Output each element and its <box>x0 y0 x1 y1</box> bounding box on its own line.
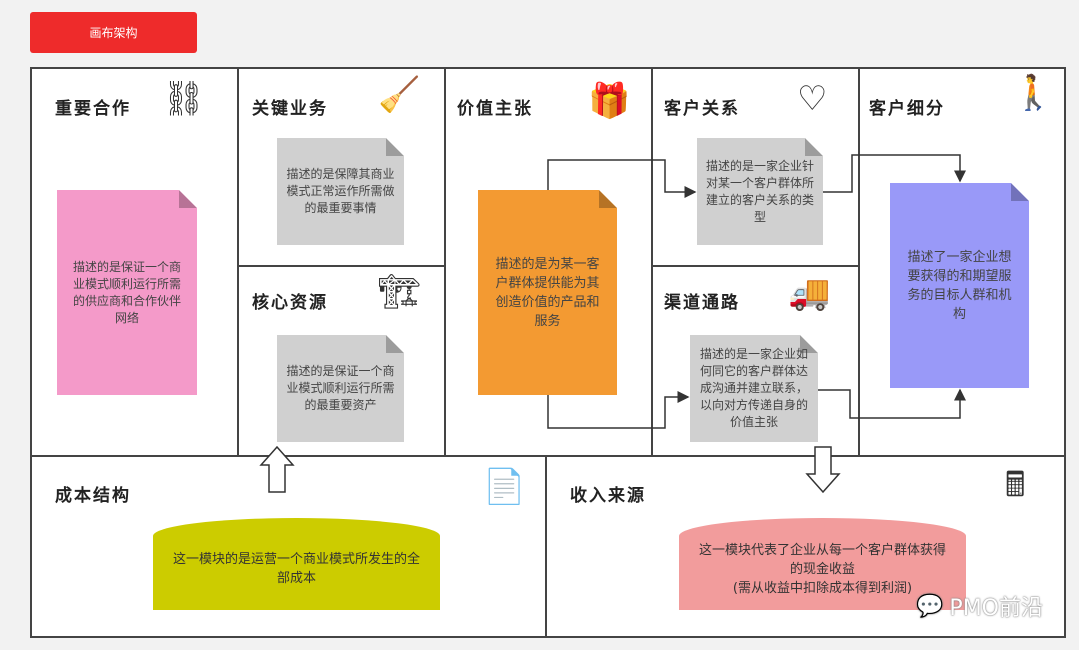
chain-links-icon: ⛓ <box>162 79 206 119</box>
divider <box>237 265 444 267</box>
revenue-note-line1: 这一模块代表了企业从每一个客户群体获得的现金收益 <box>698 542 946 577</box>
wechat-icon: 💬 <box>916 593 944 619</box>
revenue-note-line2: (需从收益中扣除成本得到利润) <box>732 580 913 596</box>
value-propositions-title: 价值主张 <box>457 99 533 119</box>
cost-structure-title: 成本结构 <box>55 486 131 506</box>
person-icon: 🚶 <box>1012 73 1055 113</box>
key-activities-note: 描述的是保障其商业模式正常运作所需做的最重要事情 <box>277 138 404 245</box>
value-propositions-note: 描述的是为某一客户群体提供能为其创造价值的产品和服务 <box>478 190 617 395</box>
key-activities-title: 关键业务 <box>252 99 328 119</box>
customer-segments-note: 描述了一家企业想要获得的和期望服务的目标人群和机构 <box>890 183 1029 388</box>
divider <box>32 455 1066 457</box>
channels-title: 渠道通路 <box>664 293 740 313</box>
canvas-title-tag[interactable]: 画布架构 <box>30 12 197 53</box>
heart-icon: ♡ <box>797 79 828 119</box>
key-partners-note: 描述的是保证一个商业模式顺利运行所需的供应商和合作伙伴网络 <box>57 190 197 395</box>
divider <box>651 69 653 455</box>
customer-relationships-title: 客户关系 <box>664 99 740 119</box>
key-resources-title: 核心资源 <box>252 293 328 313</box>
divider <box>651 265 858 267</box>
cash-register-icon: 🖩 <box>1005 465 1026 505</box>
channels-note: 描述的是一家企业如何同它的客户群体达成沟通并建立联系，以向对方传递自身的价值主张 <box>690 335 818 442</box>
customer-segments-title: 客户细分 <box>869 99 945 119</box>
divider <box>858 69 860 455</box>
watermark: 💬PMO前沿 <box>916 593 1043 622</box>
divider <box>237 69 239 455</box>
key-resources-note: 描述的是保证一个商业模式顺利运行所需的最重要资产 <box>277 335 404 442</box>
worker-icon: 🧹 <box>378 75 421 115</box>
worker-resources-icon: 🏗 <box>378 272 422 312</box>
up-arrow <box>259 445 295 493</box>
truck-icon: 🚚 <box>788 273 831 313</box>
gift-icon: 🎁 <box>588 81 631 121</box>
document-icon: 📄 <box>483 467 526 507</box>
customer-relationships-note: 描述的是一家企业针对某一个客户群体所建立的客户关系的类型 <box>697 138 823 245</box>
key-partners-title: 重要合作 <box>55 99 131 119</box>
down-arrow <box>805 446 841 494</box>
revenue-streams-title: 收入来源 <box>570 486 646 506</box>
divider <box>545 455 547 638</box>
revenue-streams-note: 这一模块代表了企业从每一个客户群体获得的现金收益 (需从收益中扣除成本得到利润) <box>679 518 966 610</box>
divider <box>444 69 446 455</box>
cost-structure-note: 这一模块的是运营一个商业模式所发生的全部成本 <box>153 518 440 610</box>
